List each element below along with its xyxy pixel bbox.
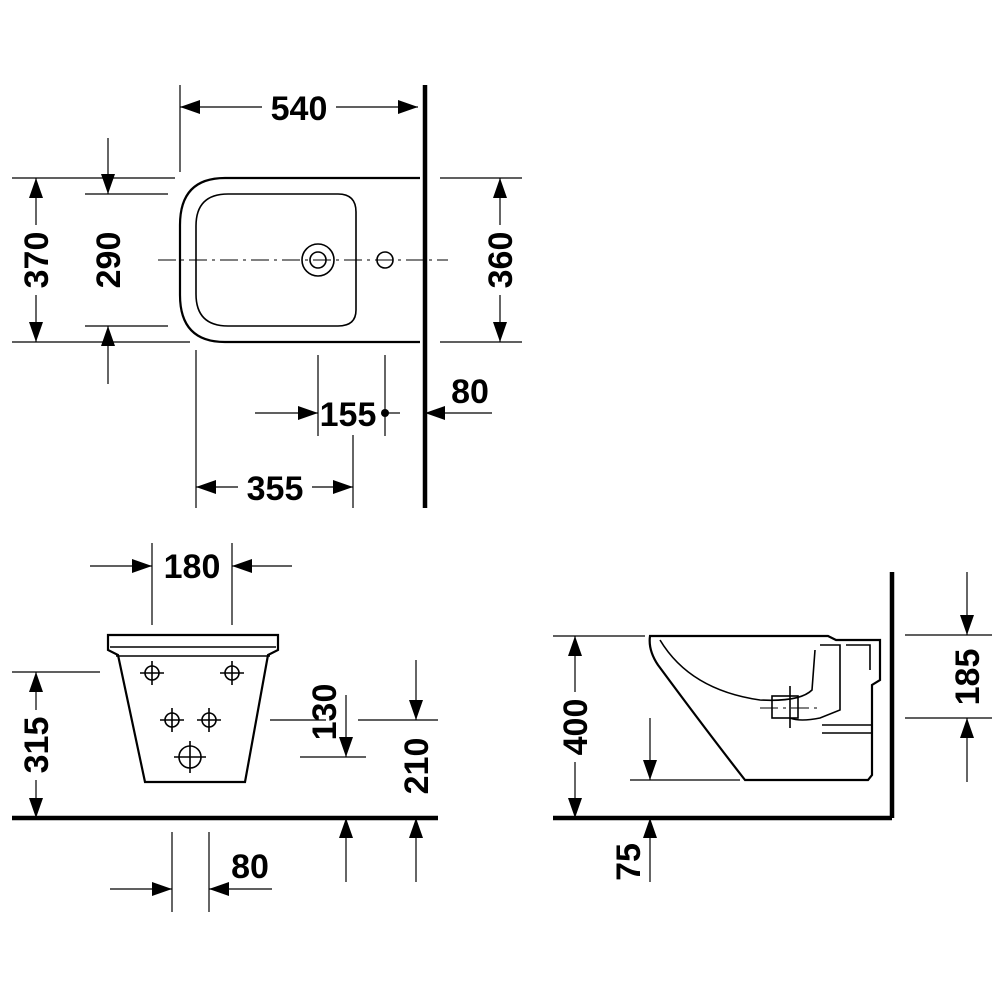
dim-overall-depth: 370 (18, 232, 56, 289)
dim-waste-offset: 80 (231, 848, 269, 886)
dim-rim-to-inlet: 185 (949, 649, 987, 706)
dim-overall-width: 540 (271, 90, 328, 128)
front-view: 180 315 130 210 80 (12, 543, 438, 912)
dim-bowl-depth: 290 (90, 232, 128, 289)
bidet-bowl-outline (195, 193, 357, 327)
dim-height-to-rim: 315 (18, 717, 56, 774)
dim-rim-height: 400 (557, 699, 595, 756)
bidet-front-outline (106, 633, 280, 784)
bidet-side-bowl (659, 639, 816, 702)
dim-front-to-outlet: 355 (247, 470, 304, 508)
dim-fixing-spacing: 180 (164, 548, 221, 586)
side-view: 400 185 75 (553, 572, 992, 882)
dim-floor-offset: 75 (610, 843, 648, 881)
side-inlet-fitting (771, 695, 799, 719)
fixing-marks (140, 661, 244, 773)
dim-outlet-height: 210 (398, 738, 436, 795)
dim-wall-depth: 360 (482, 232, 520, 289)
dim-wall-to-tap: 80 (451, 373, 489, 411)
outlet-outer-ring (301, 243, 335, 277)
dim-inlet-height: 130 (306, 684, 344, 741)
top-view: 540 370 290 360 155 80 (12, 85, 522, 508)
dim-tap-to-outlet: 155 (320, 396, 377, 434)
